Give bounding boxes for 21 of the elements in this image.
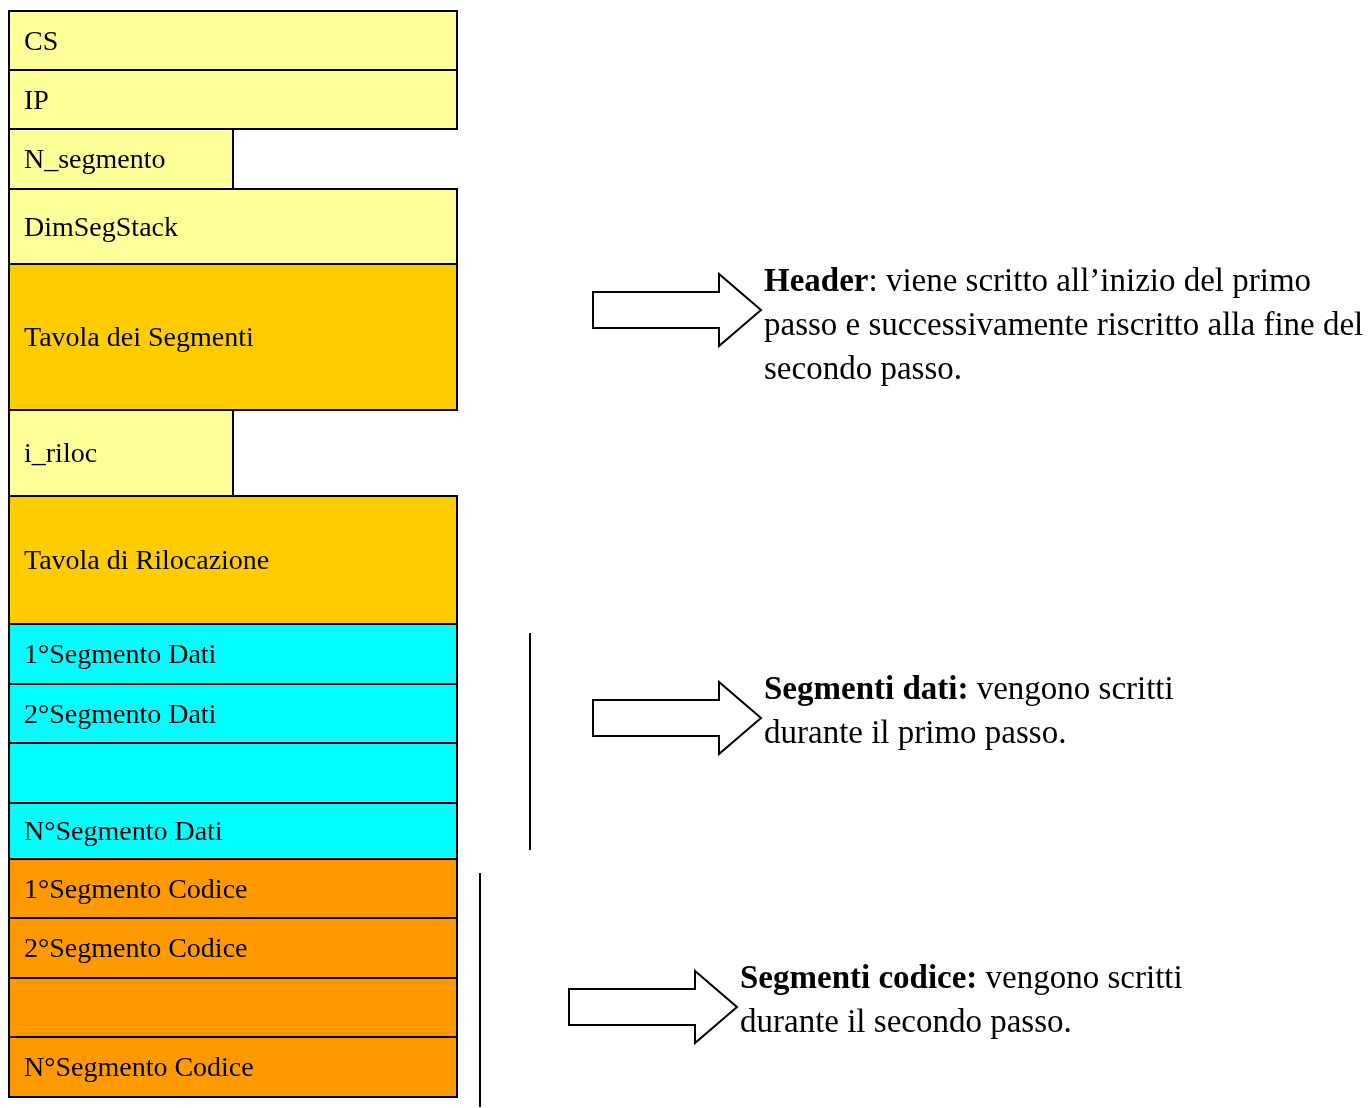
memory-field xyxy=(8,742,458,804)
memory-field: i_riloc xyxy=(8,409,234,497)
note-text: Segmenti dati: vengono scritti durante il primo passo. xyxy=(764,666,1234,754)
memory-field: N_segmento xyxy=(8,128,234,190)
memory-field: Tavola di Rilocazione xyxy=(8,495,458,625)
note-text: Segmenti codice: vengono scritti durante il secondo passo. xyxy=(740,955,1250,1043)
block-arrow xyxy=(568,968,739,1046)
memory-field: DimSegStack xyxy=(8,188,458,265)
block-arrow xyxy=(592,271,763,349)
note-text: Header: viene scritto all’inizio del primo passo e successivamente riscritto alla fine del secondo passo. xyxy=(764,258,1364,390)
memory-field: N°Segmento Codice xyxy=(8,1036,458,1098)
memory-field: 1°Segmento Dati xyxy=(8,623,458,685)
block-arrow xyxy=(592,679,763,757)
memory-field: 2°Segmento Codice xyxy=(8,917,458,979)
memory-field: IP xyxy=(8,69,458,130)
memory-field: Tavola dei Segmenti xyxy=(8,263,458,411)
memory-field: 1°Segmento Codice xyxy=(8,858,458,919)
memory-field: N°Segmento Dati xyxy=(8,802,458,860)
memory-field: CS xyxy=(8,10,458,71)
memory-field xyxy=(8,977,458,1038)
memory-field: 2°Segmento Dati xyxy=(8,683,458,744)
